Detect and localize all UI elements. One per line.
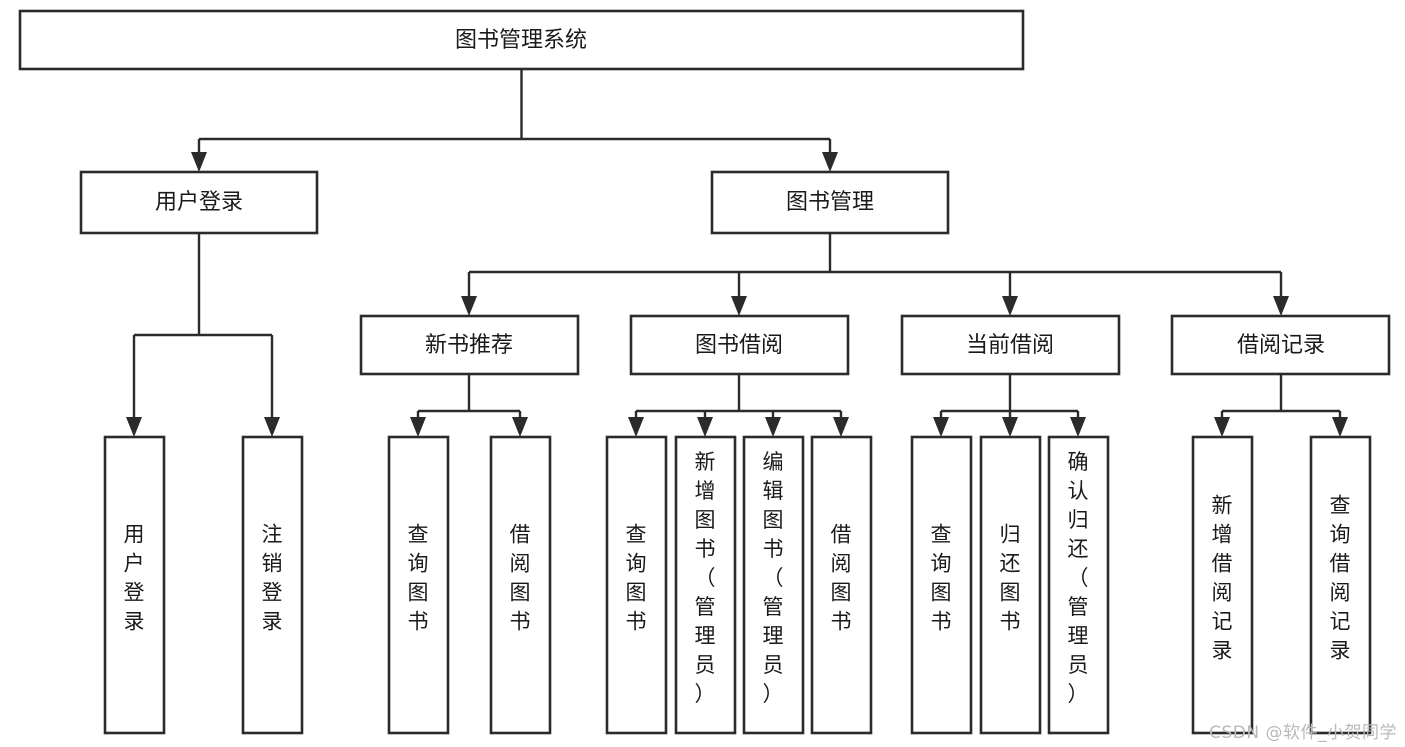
arrow-root-to-user-login — [191, 152, 207, 172]
arrow-to-current-borrow — [1002, 296, 1018, 316]
leaf-label: 编辑图书（管理员） — [763, 450, 784, 706]
leaf-label: 注销登录 — [262, 523, 283, 634]
leaf-box[interactable] — [742, 435, 805, 735]
leaf-node[interactable]: 查询图书 — [910, 435, 973, 735]
leaf-box[interactable] — [489, 435, 552, 735]
leaf-node[interactable]: 新增图书（管理员） — [674, 435, 737, 735]
node-root[interactable]: 图书管理系统 — [18, 9, 1025, 71]
leaf-node[interactable]: 借阅图书 — [810, 435, 873, 735]
arrow-user-login-leaf1 — [126, 417, 142, 437]
leaf-box[interactable] — [103, 435, 166, 735]
leaf-node[interactable]: 确认归还（管理员） — [1047, 435, 1110, 735]
leaf-box[interactable] — [674, 435, 737, 735]
book-management-label: 图书管理 — [786, 190, 874, 215]
borrow-record-box[interactable] — [1170, 314, 1391, 376]
leaf-label: 查询借阅记录 — [1330, 494, 1351, 663]
arrow-borrow-record-leaf2 — [1332, 417, 1348, 437]
arrow-to-new-book — [461, 296, 477, 316]
leaf-label: 新增借阅记录 — [1212, 494, 1233, 663]
book-borrow-label: 图书借阅 — [695, 333, 783, 358]
leaf-node[interactable]: 注销登录 — [241, 435, 304, 735]
node-user-login[interactable]: 用户登录 — [79, 170, 319, 235]
leaf-node[interactable]: 查询图书 — [387, 435, 450, 735]
current-borrow-label: 当前借阅 — [966, 333, 1054, 358]
arrow-user-login-leaf2 — [264, 417, 280, 437]
new-book-recommend-label: 新书推荐 — [425, 333, 513, 358]
leaf-label: 查询图书 — [626, 523, 647, 634]
arrow-current-borrow-leaf3 — [1070, 417, 1086, 437]
new-book-recommend-box[interactable] — [359, 314, 580, 376]
leaf-box[interactable] — [1047, 435, 1110, 735]
user-login-box[interactable] — [79, 170, 319, 235]
leaf-box[interactable] — [1309, 435, 1372, 735]
leaf-box[interactable] — [605, 435, 668, 735]
leaf-node[interactable]: 借阅图书 — [489, 435, 552, 735]
borrow-record-label: 借阅记录 — [1237, 333, 1325, 358]
leaf-node[interactable]: 查询借阅记录 — [1309, 435, 1372, 735]
arrow-new-book-leaf1 — [410, 417, 426, 437]
arrow-book-borrow-leaf3 — [765, 417, 781, 437]
leaf-box[interactable] — [979, 435, 1042, 735]
root-label: 图书管理系统 — [455, 28, 587, 53]
leaf-box[interactable] — [241, 435, 304, 735]
arrow-borrow-record-leaf1 — [1214, 417, 1230, 437]
arrow-new-book-leaf2 — [512, 417, 528, 437]
leaf-node[interactable]: 用户登录 — [103, 435, 166, 735]
leaf-label: 归还图书 — [1000, 523, 1021, 634]
arrow-book-borrow-leaf2 — [697, 417, 713, 437]
node-book-management[interactable]: 图书管理 — [710, 170, 950, 235]
leaf-label: 用户登录 — [124, 523, 145, 634]
leaf-node[interactable]: 编辑图书（管理员） — [742, 435, 805, 735]
leaf-box[interactable] — [910, 435, 973, 735]
leaf-label: 确认归还（管理员） — [1068, 450, 1089, 706]
arrow-root-to-book-mgmt — [822, 152, 838, 172]
arrow-to-book-borrow — [731, 296, 747, 316]
leaf-node[interactable]: 归还图书 — [979, 435, 1042, 735]
leaf-label: 查询图书 — [931, 523, 952, 634]
leaf-node[interactable]: 查询图书 — [605, 435, 668, 735]
leaf-node[interactable]: 新增借阅记录 — [1191, 435, 1254, 735]
leaf-label: 借阅图书 — [510, 523, 531, 634]
node-new-book-recommend[interactable]: 新书推荐 — [359, 314, 580, 376]
leaf-label: 新增图书（管理员） — [695, 450, 716, 706]
leaf-box[interactable] — [1191, 435, 1254, 735]
arrow-book-borrow-leaf4 — [833, 417, 849, 437]
current-borrow-box[interactable] — [900, 314, 1121, 376]
leaf-box[interactable] — [387, 435, 450, 735]
book-borrow-box[interactable] — [629, 314, 850, 376]
book-management-box[interactable] — [710, 170, 950, 235]
arrow-to-borrow-record — [1273, 296, 1289, 316]
arrow-current-borrow-leaf1 — [933, 417, 949, 437]
arrow-current-borrow-leaf2 — [1002, 417, 1018, 437]
root-box[interactable] — [18, 9, 1025, 71]
arrow-book-borrow-leaf1 — [628, 417, 644, 437]
leaf-label: 查询图书 — [408, 523, 429, 634]
connector-layer — [126, 69, 1348, 437]
user-login-label: 用户登录 — [155, 190, 243, 215]
node-borrow-record[interactable]: 借阅记录 — [1170, 314, 1391, 376]
leaf-label: 借阅图书 — [831, 523, 852, 634]
leaf-box[interactable] — [810, 435, 873, 735]
node-current-borrow[interactable]: 当前借阅 — [900, 314, 1121, 376]
node-book-borrow[interactable]: 图书借阅 — [629, 314, 850, 376]
